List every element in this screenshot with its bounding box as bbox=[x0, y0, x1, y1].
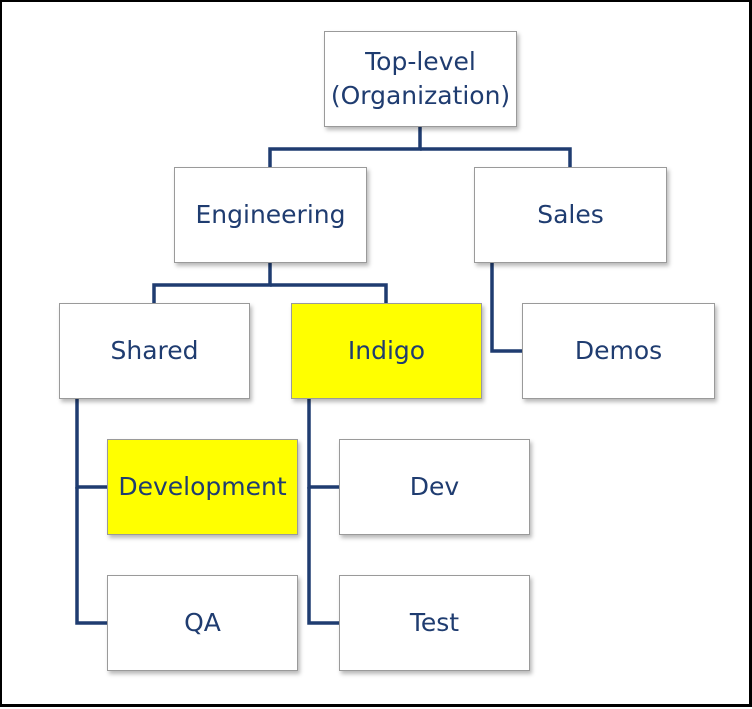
node-dev-label: Dev bbox=[409, 472, 460, 502]
edge-sales-to-demos bbox=[490, 263, 522, 353]
node-indigo: Indigo bbox=[291, 303, 482, 399]
node-development: Development bbox=[107, 439, 298, 535]
edge-engineering-to-shared bbox=[152, 263, 272, 303]
edge-shared-to-development bbox=[75, 399, 107, 489]
node-shared: Shared bbox=[59, 303, 250, 399]
edge-indigo-to-test bbox=[307, 487, 339, 625]
node-top-level-label-line1: Top-level bbox=[365, 47, 476, 77]
node-top-level-label-line2: (Organization) bbox=[330, 81, 511, 110]
node-indigo-label: Indigo bbox=[347, 336, 426, 366]
edge-indigo-to-dev bbox=[307, 399, 339, 489]
node-demos: Demos bbox=[522, 303, 715, 399]
node-sales: Sales bbox=[474, 167, 667, 263]
node-shared-label: Shared bbox=[110, 336, 199, 366]
node-test: Test bbox=[339, 575, 530, 671]
edge-engineering-to-indigo bbox=[270, 283, 388, 303]
node-dev: Dev bbox=[339, 439, 530, 535]
node-demos-label: Demos bbox=[574, 336, 663, 366]
node-engineering: Engineering bbox=[174, 167, 367, 263]
edge-shared-to-qa bbox=[75, 487, 107, 625]
node-development-label: Development bbox=[118, 472, 287, 502]
node-test-label: Test bbox=[409, 608, 460, 638]
node-qa-label: QA bbox=[184, 608, 221, 638]
node-top-level-organization: Top-level (Organization) bbox=[324, 31, 517, 127]
node-sales-label: Sales bbox=[537, 200, 604, 230]
node-qa: QA bbox=[107, 575, 298, 671]
edge-top-to-engineering bbox=[268, 127, 422, 167]
edge-top-to-sales bbox=[420, 147, 572, 167]
node-engineering-label: Engineering bbox=[195, 200, 346, 230]
